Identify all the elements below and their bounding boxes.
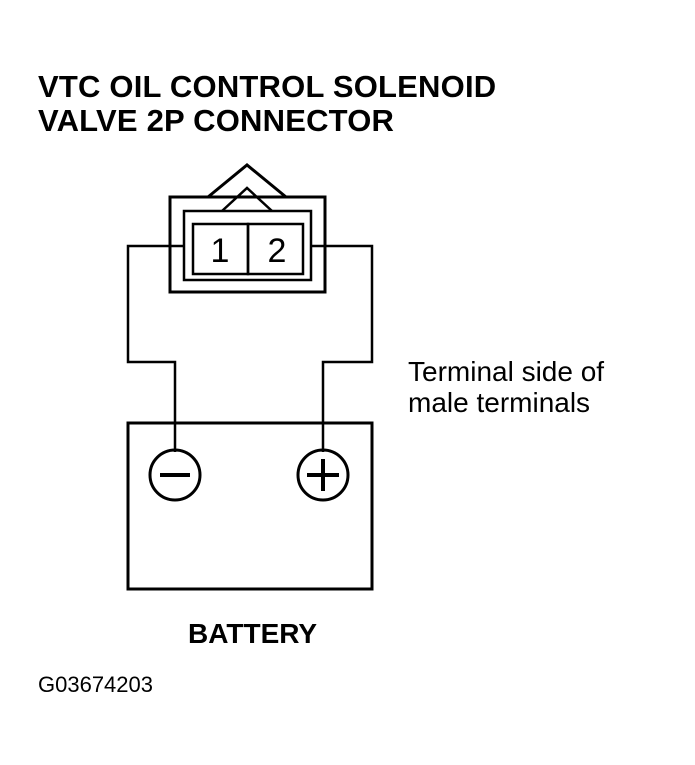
figure-id: G03674203 — [38, 672, 153, 697]
pin-2-label: 2 — [268, 232, 287, 270]
pin-2-cell — [246, 222, 305, 276]
wire-pin2-to-positive — [311, 244, 374, 452]
plus-icon — [296, 448, 350, 502]
title-line-2: VALVE 2P CONNECTOR — [38, 103, 395, 138]
minus-icon — [148, 448, 202, 502]
terminal-side-note: Terminal side of male terminals — [408, 356, 604, 418]
battery-case — [126, 421, 374, 591]
wire-pin1-to-negative — [126, 244, 184, 452]
connector-housing-outer — [168, 195, 327, 294]
diagram-title: VTC OIL CONTROL SOLENOID VALVE 2P CONNEC… — [38, 70, 496, 138]
note-line-1: Terminal side of — [408, 356, 605, 387]
battery-body — [126, 421, 374, 591]
battery-label: BATTERY — [188, 618, 318, 649]
title-line-1: VTC OIL CONTROL SOLENOID — [38, 69, 497, 104]
note-line-2: male terminals — [408, 387, 591, 418]
connector-latch-inner — [221, 186, 273, 212]
connector-latch-outer — [207, 163, 287, 199]
pin-1-label: 1 — [211, 232, 230, 270]
jumper-wires — [126, 244, 374, 452]
connector-2p — [168, 163, 327, 294]
